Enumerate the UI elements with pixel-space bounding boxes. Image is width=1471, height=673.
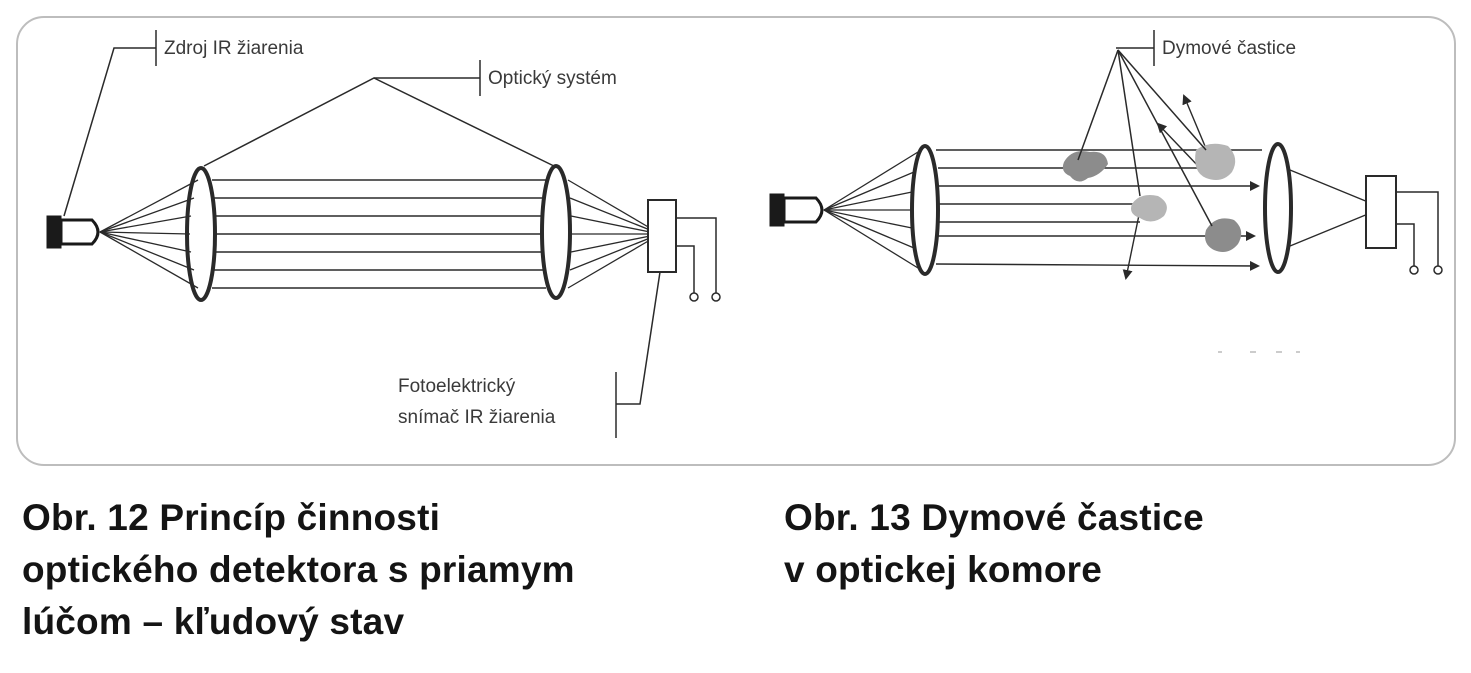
smoke-particle <box>1062 151 1108 182</box>
figure-12-diagram <box>46 30 721 438</box>
photo-sensor-icon-2 <box>1365 175 1397 249</box>
caption-13-line1: Obr. 13 Dymové častice <box>784 497 1204 538</box>
caption-figure-13: Obr. 13 Dymové častice v optickej komore <box>784 492 1204 596</box>
lens-left <box>185 166 217 302</box>
label-leaders <box>63 30 661 438</box>
lens-left-2 <box>910 144 940 276</box>
parallel-beam <box>212 179 546 289</box>
caption-figure-12: Obr. 12 Princíp činnosti optického detek… <box>22 492 575 648</box>
sensor-terminals-2 <box>1396 191 1443 275</box>
smoke-particle <box>1195 143 1236 180</box>
label-smoke-particles: Dymové častice <box>1162 38 1296 59</box>
ir-source-icon <box>46 215 100 249</box>
lens-right-2 <box>1263 142 1293 274</box>
diagrams-canvas: Zdroj IR žiarenia Optický systém Fotoele… <box>46 30 1443 438</box>
smoke-particle <box>1205 218 1242 252</box>
ir-source-icon-2 <box>769 193 824 227</box>
caption-12-line3: lúčom – kľudový stav <box>22 601 405 642</box>
photo-sensor-icon <box>647 199 677 273</box>
lens-right <box>540 164 572 300</box>
converging-rays-2 <box>1289 169 1369 247</box>
figure-13-diagram <box>769 30 1443 353</box>
source-fan-rays-2 <box>823 151 919 269</box>
label-optical-system: Optický systém <box>488 68 617 89</box>
sensor-terminals <box>676 217 721 302</box>
label-photo-sensor-line2: snímač IR žiarenia <box>398 407 556 428</box>
label-ir-source: Zdroj IR žiarenia <box>164 38 304 59</box>
converging-rays <box>567 179 651 289</box>
caption-13-line2: v optickej komore <box>784 549 1103 590</box>
source-fan-rays <box>99 179 199 289</box>
label-photo-sensor-line1: Fotoelektrický <box>398 376 516 397</box>
label-leaders-2 <box>1077 30 1213 227</box>
smoke-particle <box>1131 195 1167 222</box>
smoke-particles <box>1062 143 1242 252</box>
caption-12-line1: Obr. 12 Princíp činnosti <box>22 497 441 538</box>
caption-12-line2: optického detektora s priamym <box>22 549 575 590</box>
